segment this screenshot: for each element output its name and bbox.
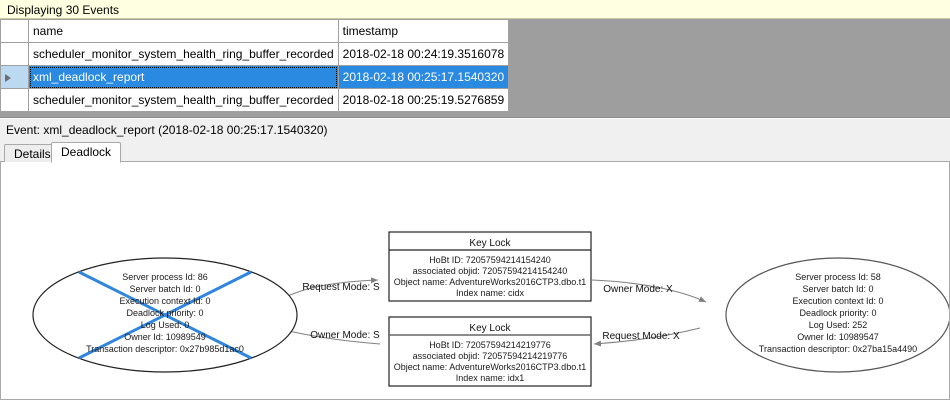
victim-line-1: Server batch Id: 0 (129, 284, 200, 294)
resource-bottom-line-3: Index name: idx1 (456, 373, 525, 383)
column-header-selector (0, 19, 29, 43)
edge-survivor-request-bottom (593, 327, 701, 347)
events-banner-label: Displaying 30 Events (7, 3, 120, 17)
events-table: name timestamp scheduler_monitor_system_… (0, 19, 510, 112)
column-header-timestamp[interactable]: timestamp (337, 19, 510, 43)
current-row-arrow-icon (5, 73, 11, 82)
resource-bottom-line-0: HoBt ID: 72057594214219776 (429, 340, 551, 350)
edge-label-victim-owner-bottom: Owner Mode: S (310, 330, 380, 341)
edge-label-survivor-request-bottom: Request Mode: X (602, 331, 680, 342)
row-selector[interactable] (0, 88, 29, 112)
survivor-line-6: Transaction descriptor: 0x27ba15a4490 (759, 344, 917, 354)
resource-top-line-2: Object name: AdventureWorks2016CTP3.dbo.… (394, 277, 586, 287)
row-selector-current[interactable] (0, 65, 29, 89)
victim-line-2: Execution context Id: 0 (119, 296, 210, 306)
tab-deadlock[interactable]: Deadlock (51, 142, 122, 163)
resource-top-line-3: Index name: cidx (456, 288, 525, 298)
tab-strip: Details Deadlock (0, 141, 950, 163)
survivor-line-5: Owner Id: 10989547 (797, 332, 879, 342)
resource-bottom-title: Key Lock (469, 323, 511, 334)
column-header-name[interactable]: name (28, 19, 339, 43)
cell-timestamp[interactable]: 2018-02-18 00:25:19.5276859 (337, 88, 510, 112)
event-header-label: Event: xml_deadlock_report (2018-02-18 0… (6, 123, 328, 137)
deadlock-graph-svg: Request Mode: S Owner Mode: S Owner Mode… (32, 231, 950, 387)
edge-label-victim-request-top: Request Mode: S (302, 282, 380, 293)
row-selector[interactable] (0, 42, 29, 66)
resource-top-line-1: associated objid: 72057594214154240 (413, 266, 568, 276)
resource-top-title: Key Lock (469, 238, 511, 249)
edge-label-survivor-owner-top: Owner Mode: X (603, 284, 673, 295)
table-header-row: name timestamp (0, 19, 510, 43)
event-header: Event: xml_deadlock_report (2018-02-18 0… (0, 119, 950, 141)
survivor-line-1: Server batch Id: 0 (802, 284, 873, 294)
victim-line-6: Transaction descriptor: 0x27b985d1ac0 (86, 344, 244, 354)
table-row[interactable]: scheduler_monitor_system_health_ring_buf… (0, 42, 510, 66)
deadlock-graph-canvas[interactable]: Request Mode: S Owner Mode: S Owner Mode… (0, 162, 950, 400)
survivor-line-4: Log Used: 252 (809, 320, 868, 330)
resource-top-line-0: HoBt ID: 72057594214154240 (429, 255, 551, 265)
survivor-line-2: Execution context Id: 0 (792, 296, 883, 306)
victim-line-3: Deadlock priority: 0 (126, 308, 203, 318)
process-node-victim[interactable]: Server process Id: 86 Server batch Id: 0… (32, 257, 298, 373)
table-row-selected[interactable]: xml_deadlock_report 2018-02-18 00:25:17.… (0, 65, 510, 89)
cell-name[interactable]: scheduler_monitor_system_health_ring_buf… (28, 42, 339, 66)
resource-bottom-line-2: Object name: AdventureWorks2016CTP3.dbo.… (394, 362, 586, 372)
cell-timestamp[interactable]: 2018-02-18 00:25:17.1540320 (337, 65, 510, 89)
edge-survivor-owner-top (591, 279, 707, 303)
victim-line-4: Log Used: 0 (141, 320, 190, 330)
events-banner: Displaying 30 Events (0, 0, 950, 19)
events-grid[interactable]: name timestamp scheduler_monitor_system_… (0, 19, 950, 118)
resource-node-keylock-top[interactable]: Key Lock HoBt ID: 72057594214154240 asso… (388, 231, 592, 302)
table-row[interactable]: scheduler_monitor_system_health_ring_buf… (0, 88, 510, 112)
process-node-survivor[interactable]: Server process Id: 58 Server batch Id: 0… (725, 257, 950, 373)
resource-bottom-line-1: associated objid: 72057594214219776 (413, 351, 568, 361)
cell-name[interactable]: xml_deadlock_report (28, 65, 339, 89)
survivor-line-3: Deadlock priority: 0 (799, 308, 876, 318)
victim-line-5: Owner Id: 10989549 (124, 332, 206, 342)
victim-line-0: Server process Id: 86 (122, 272, 208, 282)
cell-name[interactable]: scheduler_monitor_system_health_ring_buf… (28, 88, 339, 112)
resource-node-keylock-bottom[interactable]: Key Lock HoBt ID: 72057594214219776 asso… (388, 316, 592, 387)
cell-timestamp[interactable]: 2018-02-18 00:24:19.3516078 (337, 42, 510, 66)
survivor-line-0: Server process Id: 58 (795, 272, 881, 282)
